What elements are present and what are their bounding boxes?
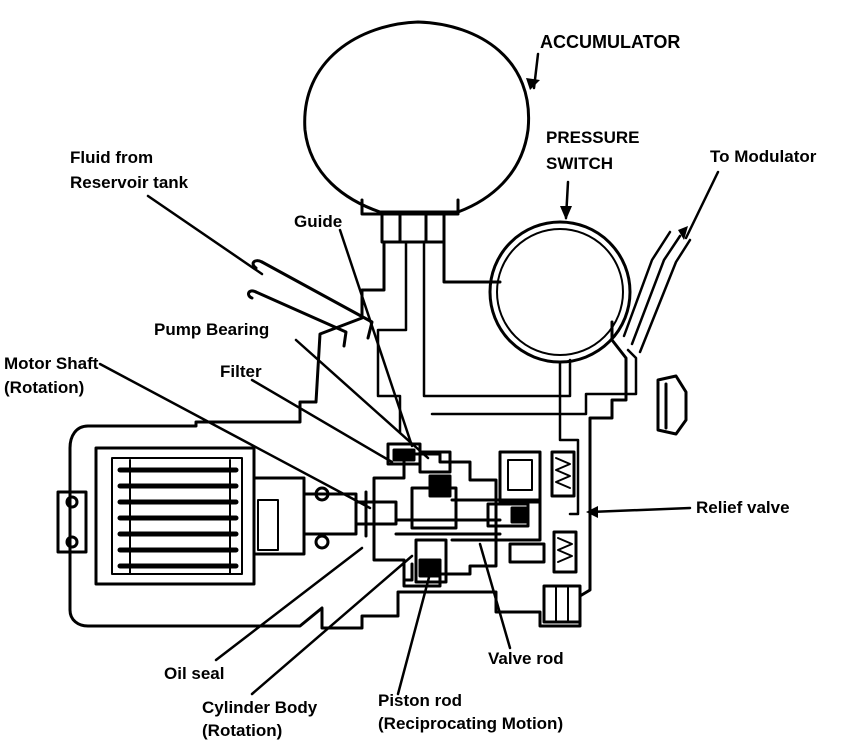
label-to-modulator: To Modulator	[710, 147, 817, 166]
leader-guide	[338, 228, 414, 448]
label-motor-shaft-line1: Motor Shaft	[4, 354, 99, 373]
leader-fluid-reservoir	[146, 194, 264, 276]
label-fluid-from-line1: Fluid from	[70, 148, 154, 167]
leader-to-modulator	[684, 170, 720, 240]
reservoir-inlet-pipe	[247, 259, 374, 348]
pump-internals	[354, 442, 546, 588]
leader-oil-seal	[214, 546, 364, 662]
pressure-switch-dial	[488, 220, 632, 364]
leader-motor-shaft	[98, 362, 372, 510]
leader-relief-valve	[588, 506, 692, 514]
label-cylinder-body-line2: (Rotation)	[202, 721, 283, 740]
label-oil-seal: Oil seal	[164, 664, 225, 683]
relief-valve	[542, 450, 582, 624]
label-piston-rod-line2: (Reciprocating Motion)	[378, 714, 564, 733]
label-motor-shaft-line2: (Rotation)	[4, 378, 85, 397]
leader-valve-rod	[478, 542, 512, 650]
mounting-bolt	[656, 374, 688, 436]
leader-pump-bearing	[294, 338, 430, 460]
label-relief-valve: Relief valve	[696, 498, 790, 517]
leader-piston-rod	[396, 564, 434, 696]
electric-motor	[56, 446, 358, 586]
leader-lines	[98, 52, 720, 696]
leader-cylinder-body	[250, 554, 414, 696]
label-pressure-switch-line1: PRESSURE	[546, 128, 640, 147]
label-valve-rod: Valve rod	[488, 649, 564, 668]
internal-fluid-channels	[376, 230, 692, 516]
label-cylinder-body-line1: Cylinder Body	[202, 698, 318, 717]
label-pressure-switch-line2: SWITCH	[546, 154, 614, 173]
label-accumulator: ACCUMULATOR	[540, 32, 681, 52]
label-pump-bearing: Pump Bearing	[154, 320, 270, 339]
label-piston-rod-line1: Piston rod	[378, 691, 463, 710]
leader-filter	[250, 378, 394, 464]
arrowheads	[526, 78, 688, 518]
label-guide: Guide	[294, 212, 343, 231]
label-fluid-from-line2: Reservoir tank	[70, 173, 189, 192]
label-filter: Filter	[220, 362, 262, 381]
accumulator-sphere	[303, 20, 531, 244]
